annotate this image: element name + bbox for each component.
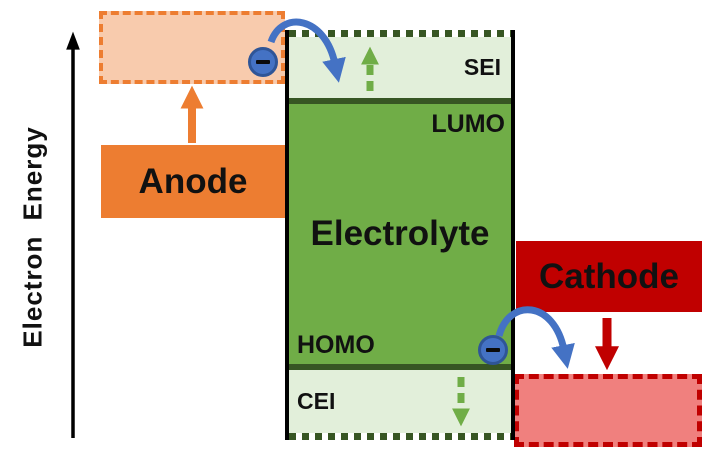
cei-region: CEI <box>289 370 511 433</box>
anode-label: Anode <box>138 161 248 201</box>
sei-region: SEI <box>289 37 511 98</box>
cathode-label: Cathode <box>539 256 679 296</box>
minus-icon <box>486 348 500 352</box>
homo-level-line <box>289 364 511 370</box>
anode-box: Anode <box>101 145 285 218</box>
cei-label: CEI <box>297 388 336 414</box>
anode-raised-state-box <box>99 11 285 84</box>
homo-label: HOMO <box>297 331 375 359</box>
electron-circle-top <box>248 47 278 77</box>
electrolyte-column: SEI LUMO Electrolyte HOMO CEI <box>285 30 515 440</box>
lumo-level-line <box>289 98 511 104</box>
axis-label: Electron Energy <box>17 126 48 348</box>
cathode-box: Cathode <box>516 241 702 312</box>
lumo-label: LUMO <box>431 110 505 138</box>
cei-dotted-border <box>289 433 511 440</box>
cathode-lowered-state-box <box>514 374 702 447</box>
sei-dotted-border <box>289 30 511 37</box>
electron-circle-bottom <box>478 335 508 365</box>
minus-icon <box>256 60 270 64</box>
sei-label: SEI <box>463 54 501 80</box>
electrolyte-body: LUMO Electrolyte HOMO <box>289 104 511 364</box>
electrolyte-label: Electrolyte <box>310 214 490 253</box>
